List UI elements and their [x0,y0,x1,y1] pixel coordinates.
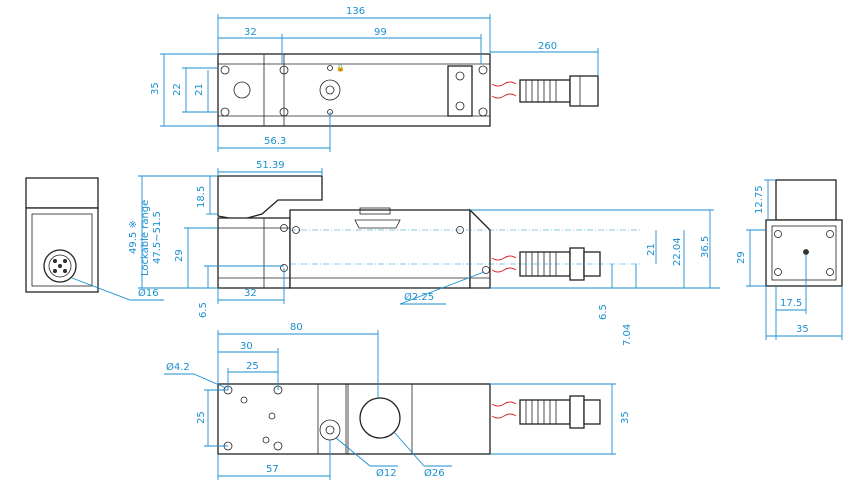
bottom-view: 80 30 25 Ø4.2 25 57 Ø12 Ø26 35 [164,322,631,480]
lock-icon: 🔒 [336,64,345,72]
left-view: Ø16 [25,177,164,301]
mounting-hole [478,65,488,75]
dim-25-vertical: 25 [196,411,207,424]
dim-dia-2-25: Ø2.25 [404,291,434,303]
dim-dia-26: Ø26 [424,467,445,479]
front-body-main [289,209,471,289]
dim-22-top: 22 [172,83,183,96]
mounting-hole [220,65,230,75]
dim-6-5-right: 6.5 [598,304,609,320]
dim-32-front: 32 [244,288,257,299]
dim-29-right: 29 [736,251,747,264]
dim-25-horizontal: 25 [246,361,259,372]
dim-21-top: 21 [194,83,205,96]
top-view-plate [447,65,473,117]
dim-36-5: 36.5 [700,236,711,258]
dim-56-3: 56.3 [264,136,286,147]
dim-dia-12: Ø12 [376,467,397,479]
top-view: 🔒 136 32 99 260 35 [150,6,599,152]
rotary-switch-icon [319,79,341,101]
front-body-left [217,217,291,289]
bottom-view-body [217,383,491,455]
dim-35-bottom: 35 [620,411,631,424]
dim-80: 80 [290,322,303,333]
dim-dia-16: Ø16 [138,287,159,299]
dim-17-5: 17.5 [780,298,802,309]
actuator-head [217,175,323,221]
dim-35-right: 35 [796,324,809,335]
dim-136: 136 [346,6,365,17]
dim-18-5: 18.5 [196,186,207,208]
mounting-hole [220,107,230,117]
cable-break-mark [491,81,517,87]
top-view-body [217,53,491,127]
dim-57: 57 [266,464,279,475]
dim-12-75: 12.75 [754,185,765,214]
dim-dia-4-2: Ø4.2 [166,361,190,373]
dim-6-5-front: 6.5 [198,302,209,318]
dim-51-39: 51.39 [256,160,285,171]
bottom-view-connector [519,399,571,425]
actuator-opening [359,397,401,439]
screw-hole [233,81,251,99]
right-view: 12.75 29 17.5 35 [736,179,843,340]
dim-29-front: 29 [174,249,185,262]
dim-35-top: 35 [150,82,161,95]
dim-30: 30 [240,341,253,352]
left-view-head [25,177,99,209]
right-view-head [775,179,837,221]
dim-7-04: 7.04 [622,324,633,346]
mounting-hole [478,107,488,117]
top-view-connector [519,79,571,103]
dim-32: 32 [244,27,257,38]
mounting-hole [279,107,289,117]
dim-lockable-label: Lockable range [140,200,151,276]
dim-22-04: 22.04 [672,237,683,266]
front-view: 51.39 18.5 49.5 ※ Lockable range 47.5~51… [128,160,720,346]
dim-260: 260 [538,41,557,52]
dim-21-front: 21 [646,243,657,256]
mounting-hole [279,65,289,75]
dim-lockable-minmax: 47.5~51.5 [152,211,163,264]
dim-99: 99 [374,27,387,38]
dim-lockable-value: 49.5 ※ [128,220,139,254]
